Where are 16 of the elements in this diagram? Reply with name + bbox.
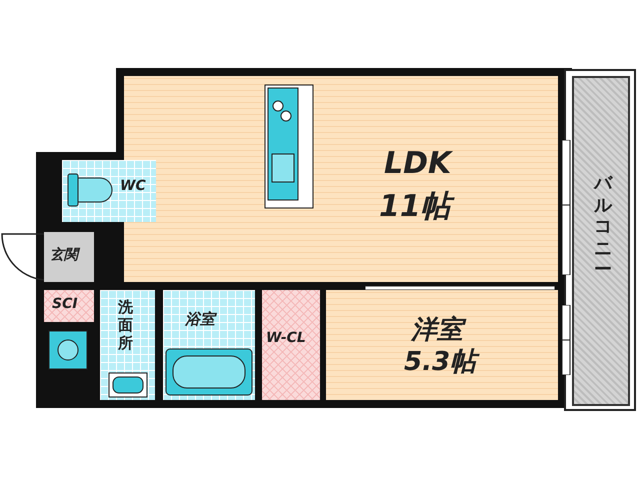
entrance-hall (44, 232, 94, 282)
room-label: 玄関 (50, 246, 78, 264)
balcony (572, 76, 630, 406)
washroom (100, 290, 155, 400)
walk-in-closet (262, 290, 320, 400)
western-style-room (326, 290, 558, 400)
room-label: バルコニー (594, 173, 612, 281)
room-label: W-CL (266, 330, 306, 346)
room-label: WC (120, 178, 146, 194)
closet-room (44, 290, 94, 322)
room-label: 浴室 (185, 310, 215, 329)
room-label: 洗面所 (118, 298, 133, 352)
toilet-room (62, 160, 156, 222)
room-label: SCI (52, 296, 78, 312)
room-label: LDK (384, 146, 452, 181)
bathroom (163, 290, 255, 400)
